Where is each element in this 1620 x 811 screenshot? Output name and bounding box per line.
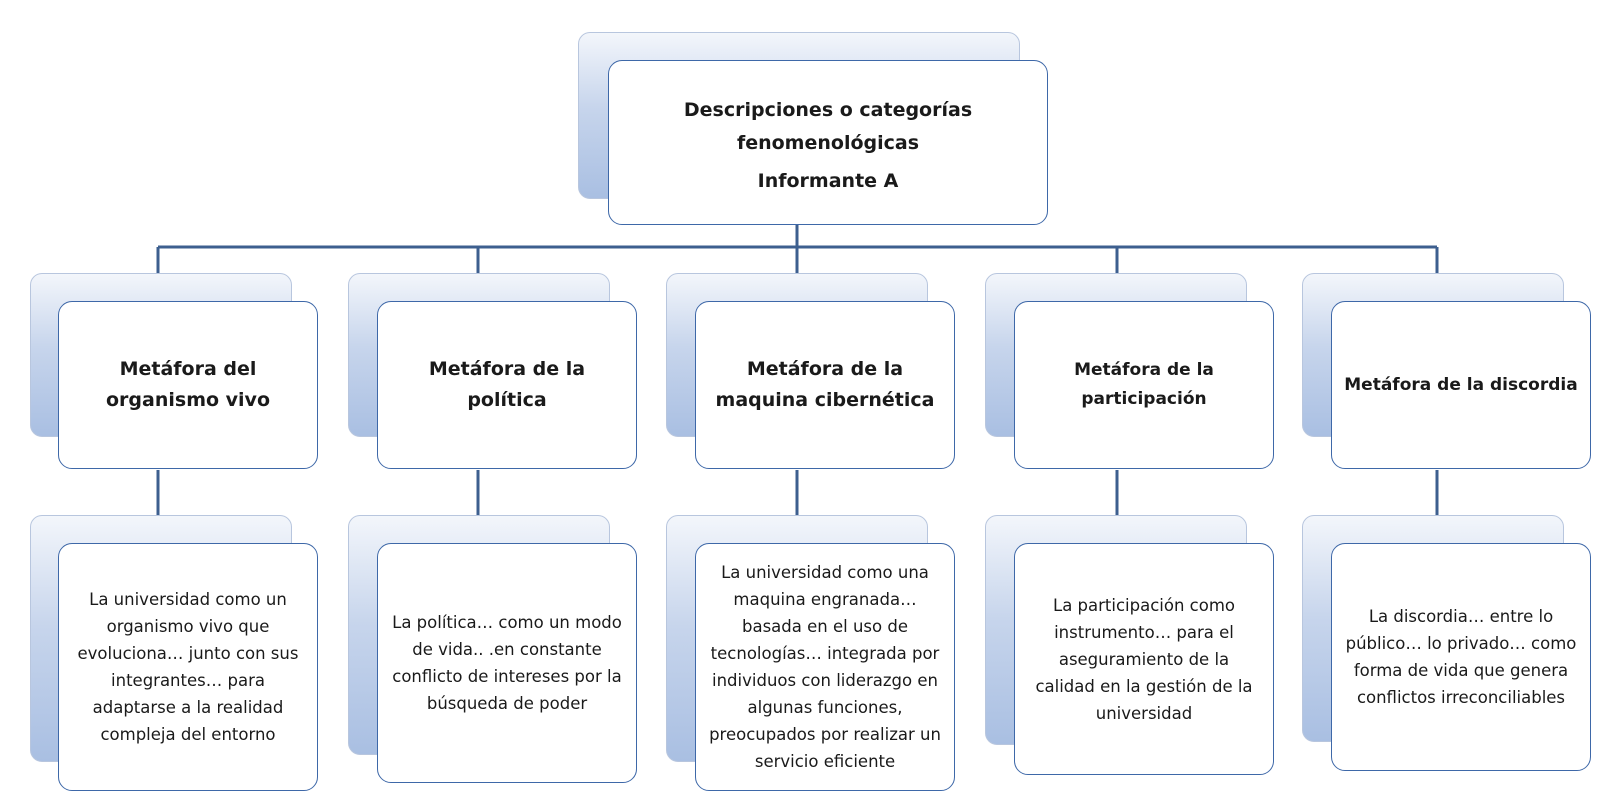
description-node-organismo: La universidad como un organismo vivo qu…: [58, 543, 318, 791]
metaphor-node-maquina: Metáfora de la maquina cibernética: [695, 301, 955, 469]
metaphor-node-politica: Metáfora de la política: [377, 301, 637, 469]
metaphor-title: Metáfora de la maquina cibernética: [715, 358, 935, 411]
metaphor-description: La universidad como un organismo vivo qu…: [77, 590, 299, 744]
root-node: Descripciones o categorías fenomenológic…: [608, 60, 1048, 225]
metaphor-description: La universidad como una maquina engranad…: [709, 563, 941, 771]
root-title: Descripciones o categorías fenomenológic…: [683, 98, 973, 154]
metaphor-node-organismo: Metáfora del organismo vivo: [58, 301, 318, 469]
metaphor-title: Metáfora del organismo vivo: [106, 358, 270, 411]
metaphor-node-discordia: Metáfora de la discordia: [1331, 301, 1591, 469]
metaphor-title: Metáfora de la política: [428, 358, 586, 411]
metaphor-description: La participación como instrumento… para …: [1035, 595, 1253, 723]
metaphor-description: La política… como un modo de vida.. .en …: [392, 613, 622, 713]
root-subtitle: Informante A: [757, 169, 899, 192]
metaphor-title: Metáfora de la participación: [1074, 360, 1214, 409]
description-node-maquina: La universidad como una maquina engranad…: [695, 543, 955, 791]
description-node-participacion: La participación como instrumento… para …: [1014, 543, 1274, 775]
metaphor-title: Metáfora de la discordia: [1344, 374, 1578, 395]
description-node-politica: La política… como un modo de vida.. .en …: [377, 543, 637, 783]
metaphor-node-participacion: Metáfora de la participación: [1014, 301, 1274, 469]
description-node-discordia: La discordia… entre lo público… lo priva…: [1331, 543, 1591, 771]
metaphor-description: La discordia… entre lo público… lo priva…: [1345, 607, 1577, 707]
